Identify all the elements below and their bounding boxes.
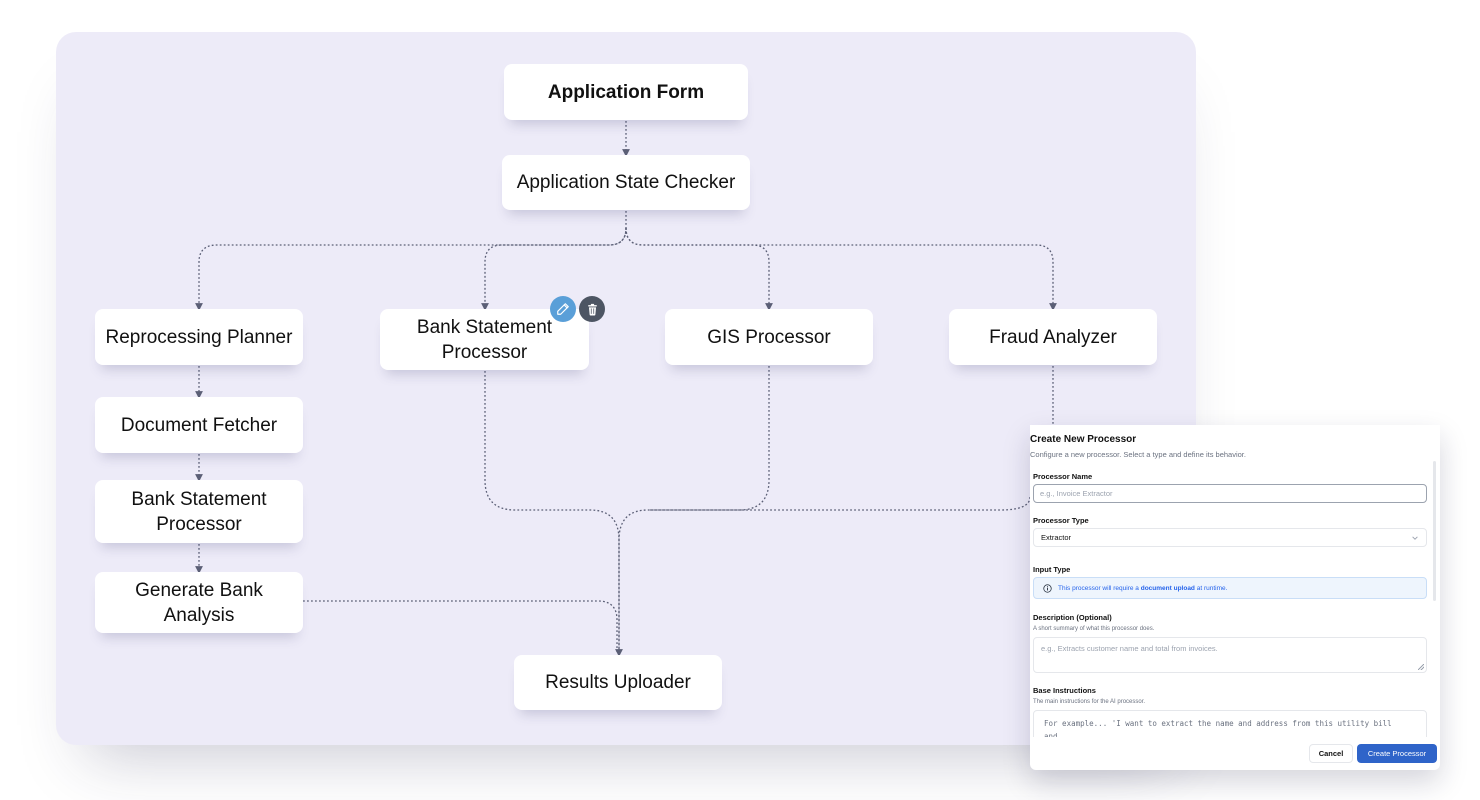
info-text-prefix: This processor will require a — [1058, 584, 1141, 592]
node-results-uploader[interactable]: Results Uploader — [514, 655, 722, 710]
description-textarea[interactable]: e.g., Extracts customer name and total f… — [1033, 637, 1427, 673]
base-instructions-placeholder: For example... 'I want to extract the na… — [1044, 719, 1392, 737]
info-text-emphasis: document upload — [1140, 584, 1195, 592]
input-type-label: Input Type — [1033, 565, 1071, 574]
base-instructions-textarea[interactable]: For example... 'I want to extract the na… — [1033, 710, 1427, 737]
edit-node-button[interactable] — [550, 296, 576, 322]
node-action-buttons — [550, 296, 605, 322]
node-fraud-analyzer[interactable]: Fraud Analyzer — [949, 309, 1157, 365]
description-placeholder: e.g., Extracts customer name and total f… — [1041, 644, 1218, 653]
resize-handle[interactable] — [1418, 664, 1424, 670]
processor-type-value: Extractor — [1041, 533, 1072, 542]
processor-name-label: Processor Name — [1033, 472, 1093, 481]
dialog-form: Processor Name e.g., Invoice Extractor P… — [1030, 465, 1434, 737]
delete-node-button[interactable] — [579, 296, 605, 322]
info-icon — [1043, 583, 1052, 593]
create-processor-dialog: Create New Processor Configure a new pro… — [1030, 425, 1440, 770]
create-processor-button[interactable]: Create Processor — [1357, 744, 1437, 763]
processor-type-label: Processor Type — [1033, 516, 1089, 525]
dialog-subtitle: Configure a new processor. Select a type… — [1030, 450, 1246, 459]
description-help: A short summary of what this processor d… — [1033, 626, 1155, 632]
input-type-info-text: This processor will require a document u… — [1058, 585, 1227, 592]
dialog-title: Create New Processor — [1030, 434, 1137, 445]
workflow-canvas[interactable] — [56, 32, 1196, 745]
node-generate-bank-analysis[interactable]: Generate Bank Analysis — [95, 572, 303, 633]
pencil-icon — [557, 303, 569, 315]
dialog-scrollbar[interactable] — [1433, 461, 1436, 601]
description-label: Description (Optional) — [1033, 613, 1112, 622]
node-application-state-checker[interactable]: Application State Checker — [502, 155, 750, 210]
cancel-button[interactable]: Cancel — [1309, 744, 1353, 763]
info-text-suffix: at runtime. — [1194, 584, 1228, 592]
processor-name-input[interactable]: e.g., Invoice Extractor — [1033, 484, 1427, 503]
node-document-fetcher[interactable]: Document Fetcher — [95, 397, 303, 453]
node-bank-statement-processor-2[interactable]: Bank Statement Processor — [95, 480, 303, 543]
chevron-down-icon — [1412, 535, 1418, 540]
processor-name-placeholder: e.g., Invoice Extractor — [1040, 489, 1113, 498]
base-instructions-help: The main instructions for the AI process… — [1033, 699, 1146, 705]
trash-icon — [587, 303, 597, 315]
processor-type-select[interactable]: Extractor — [1033, 528, 1427, 547]
node-reprocessing-planner[interactable]: Reprocessing Planner — [95, 309, 303, 365]
node-application-form[interactable]: Application Form — [504, 64, 748, 120]
base-instructions-label: Base Instructions — [1033, 686, 1096, 695]
node-gis-processor[interactable]: GIS Processor — [665, 309, 873, 365]
input-type-info: This processor will require a document u… — [1033, 577, 1427, 599]
